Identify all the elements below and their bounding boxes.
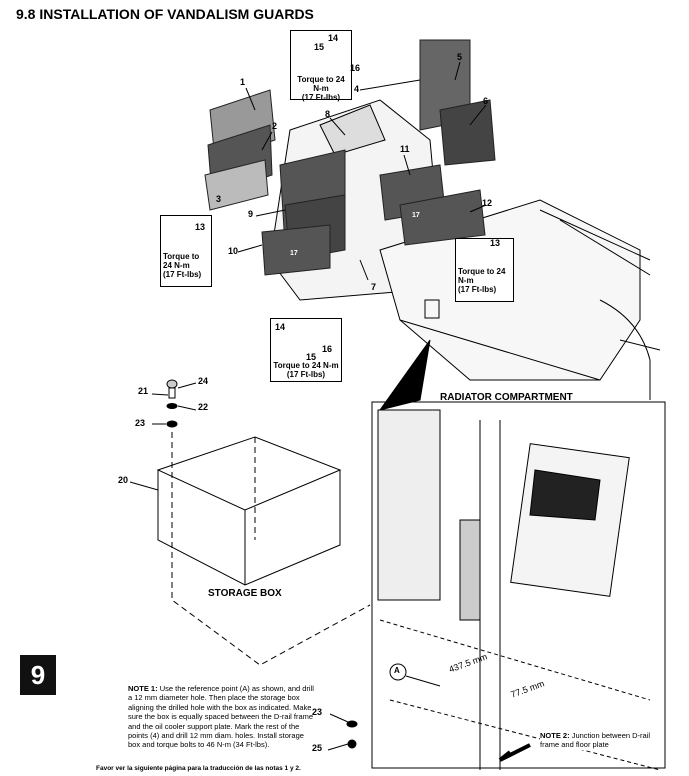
part-number: 20 xyxy=(118,475,129,485)
part-number: 23 xyxy=(312,707,323,717)
storage-box-label: STORAGE BOX xyxy=(208,588,282,599)
hardware-stack xyxy=(166,379,358,749)
part-number: 15 xyxy=(306,352,317,362)
part-number: 11 xyxy=(400,144,410,154)
part-number: 24 xyxy=(198,376,209,386)
part-number: 23 xyxy=(135,418,146,428)
part-number: 6 xyxy=(483,96,489,106)
part-number: 9 xyxy=(248,209,254,219)
part-number: 14 xyxy=(275,322,286,332)
part-number: 4 xyxy=(354,84,360,94)
radiator-compartment-frame xyxy=(371,401,666,771)
note-2: NOTE 2: Junction between D-rail frame an… xyxy=(540,731,655,750)
part-number: 12 xyxy=(482,198,493,208)
part-number: 3 xyxy=(216,194,222,204)
part-number: 13 xyxy=(490,238,501,248)
part-number: 16 xyxy=(350,63,361,73)
part-number: 10 xyxy=(228,246,239,256)
part-number: 2 xyxy=(272,121,278,131)
page-title: 9.8 INSTALLATION OF VANDALISM GUARDS xyxy=(16,6,314,22)
torque-callout-right: Torque to 24 N-m (17 Ft-lbs) xyxy=(455,238,514,302)
radiator-compartment-label: RADIATOR COMPARTMENT xyxy=(440,392,573,403)
torque-callout-bottom: Torque to 24 N-m (17 Ft-lbs) xyxy=(270,318,342,382)
guard-panels xyxy=(204,39,496,276)
torque-callout-left: Torque to 24 N-m (17 Ft-lbs) xyxy=(160,215,212,287)
part-number: 1 xyxy=(240,77,246,87)
storage-box-drawing xyxy=(156,432,371,666)
part-number: 8 xyxy=(325,109,331,119)
part-number: 21 xyxy=(138,386,149,396)
part-number: 25 xyxy=(312,743,323,753)
part-number: 13 xyxy=(195,222,206,232)
leader-lines xyxy=(129,61,487,751)
part-number: 22 xyxy=(198,402,209,412)
reference-point-a: A xyxy=(394,666,400,675)
panel-label: 17 xyxy=(412,212,420,219)
part-number: 15 xyxy=(314,42,325,52)
part-number: 7 xyxy=(371,282,377,292)
part-number: 5 xyxy=(457,52,463,62)
note-1: NOTE 1: Use the reference point (A) as s… xyxy=(128,684,314,750)
torque-callout-top: Torque to 24 N-m (17 Ft-lbs) xyxy=(290,30,352,102)
part-number: 14 xyxy=(328,33,339,43)
footer-translation-note: Favor ver la siguiente página para la tr… xyxy=(96,765,301,772)
section-tab: 9 xyxy=(20,655,56,695)
part-number: 16 xyxy=(322,344,333,354)
panel-label: 17 xyxy=(290,250,298,257)
